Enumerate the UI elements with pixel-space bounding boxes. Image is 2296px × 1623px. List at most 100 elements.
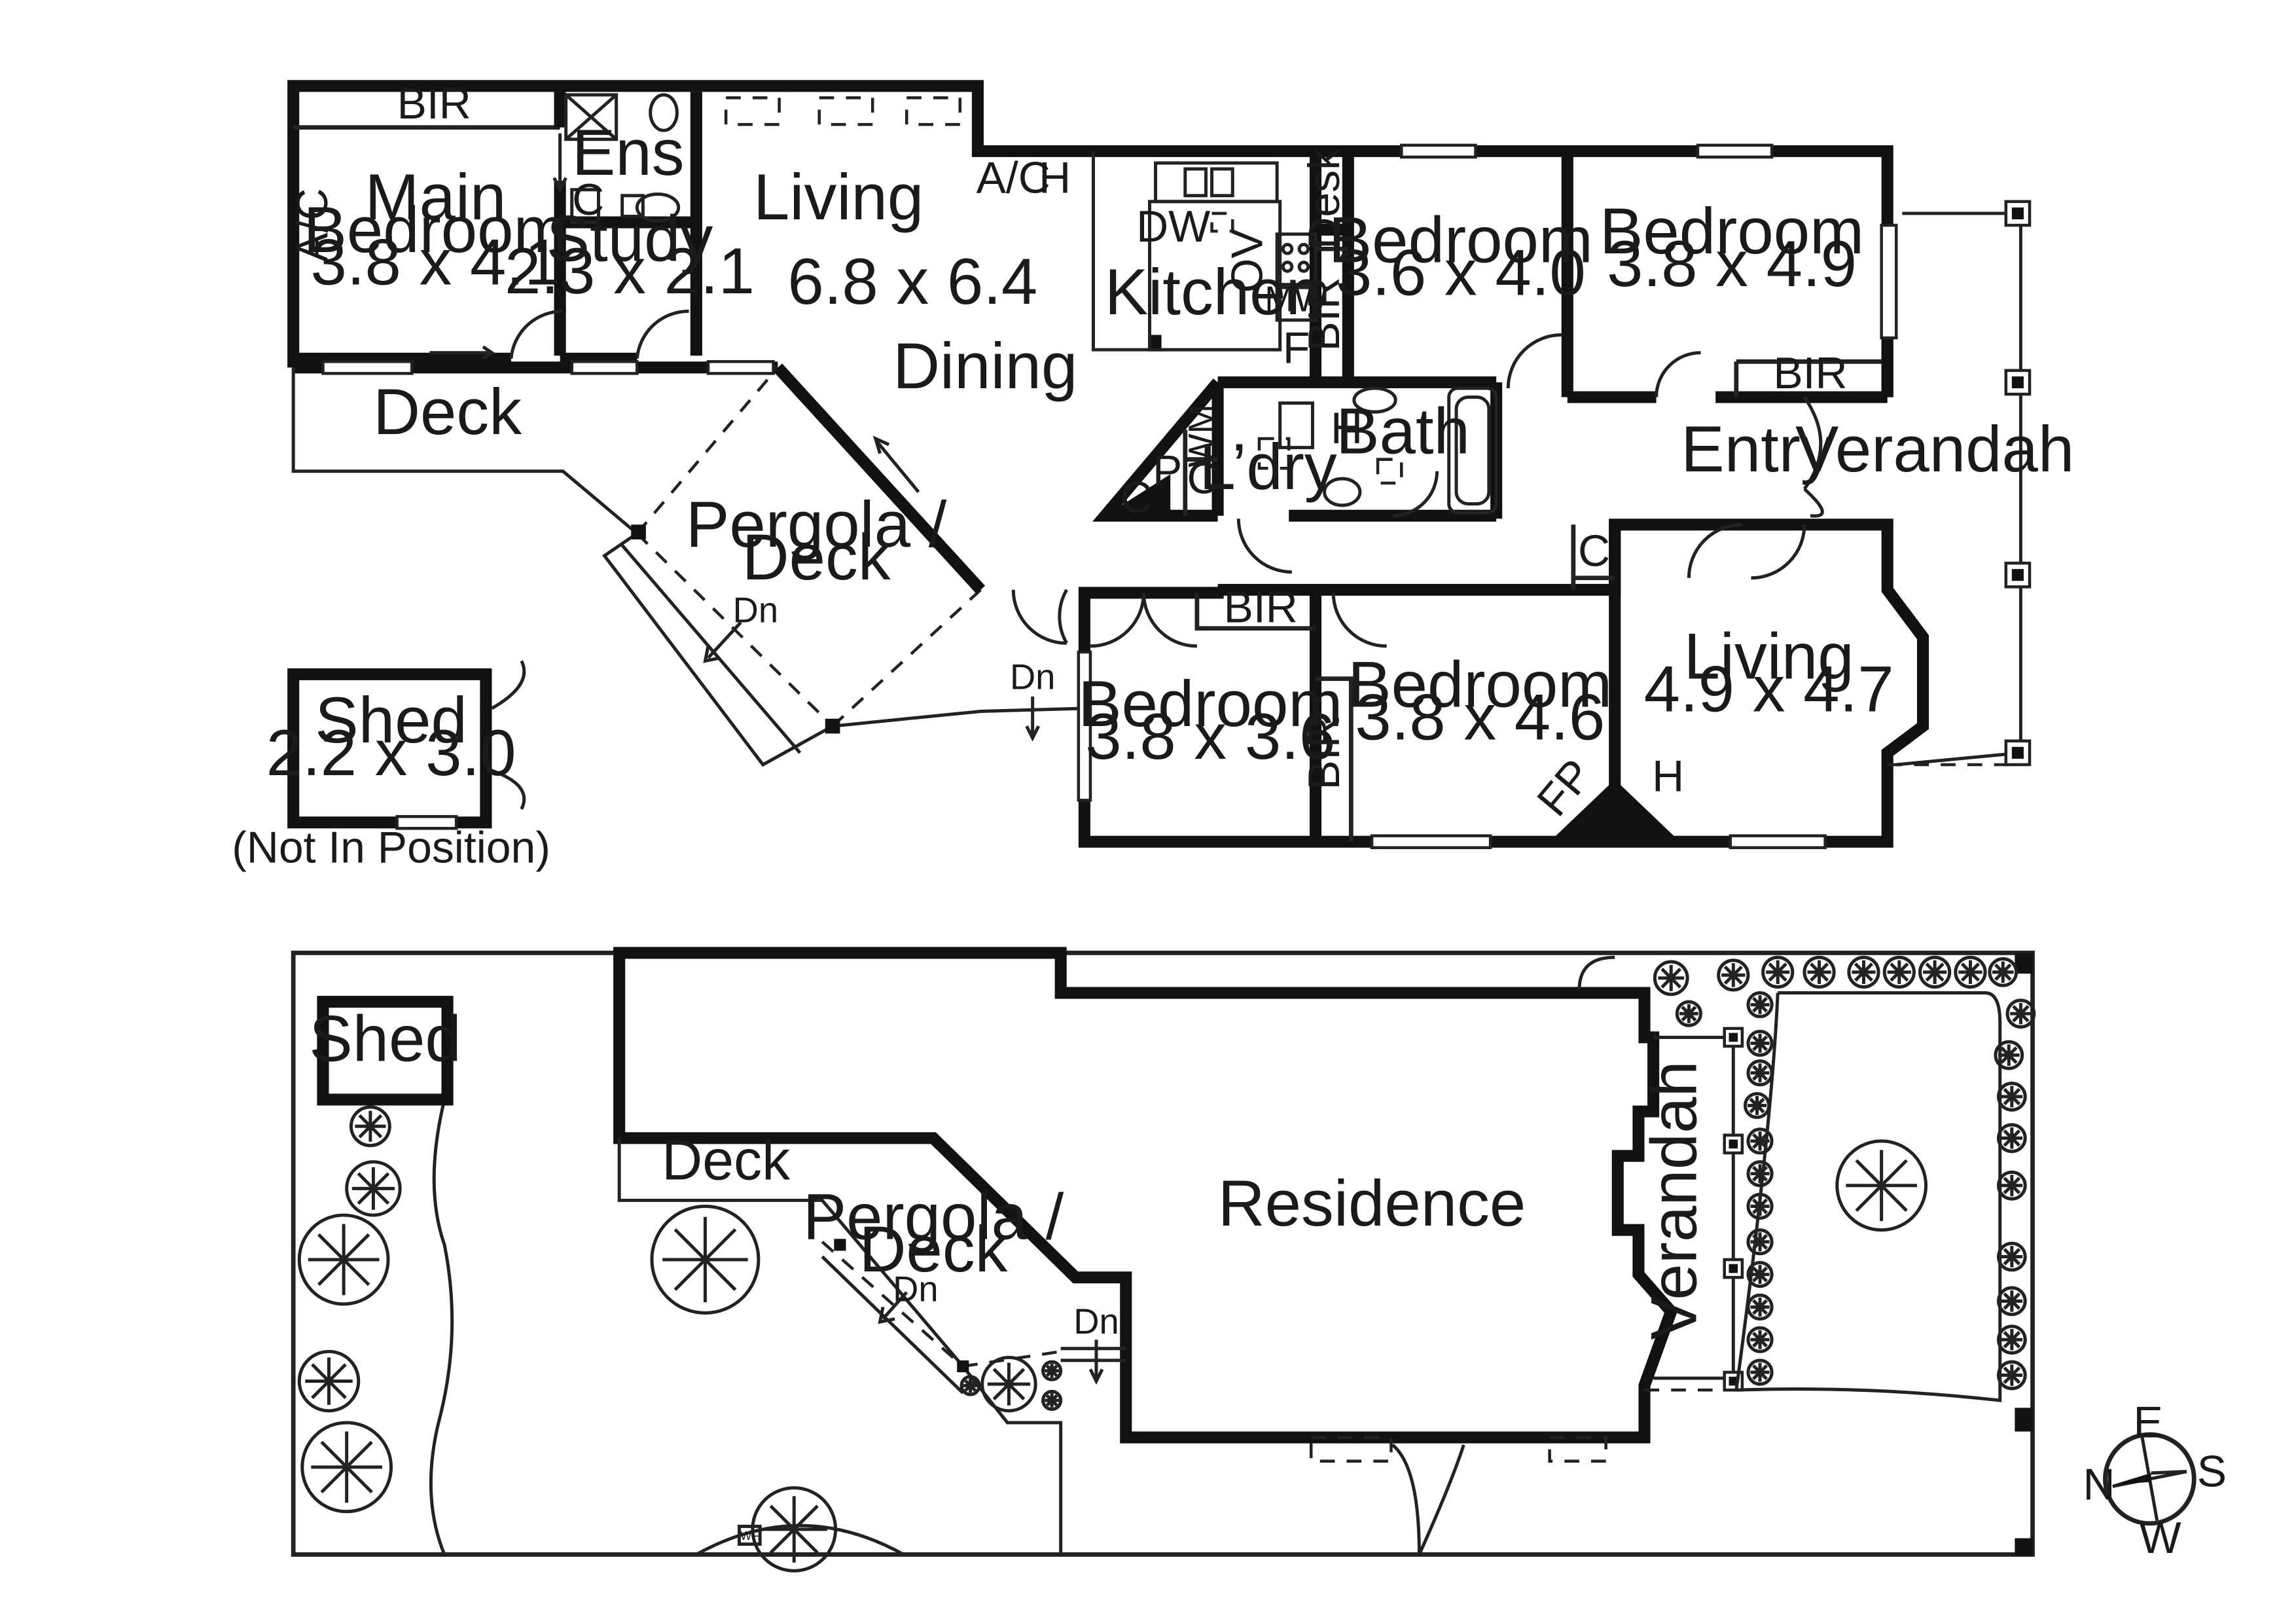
deck-label: Deck (373, 376, 522, 448)
bedroom-c-size: 3.8 x 3.6 (1085, 701, 1335, 773)
tree-icon (1835, 1139, 1928, 1232)
tree-icon (1743, 1091, 1771, 1120)
tree-icon (297, 1213, 390, 1306)
tree-icon (1996, 1241, 2027, 1272)
tree-icon (751, 1486, 838, 1573)
dw-label: DW (1136, 202, 1210, 251)
mw-label: MW (1265, 279, 1328, 319)
site-dn-label: Dn (1073, 1302, 1119, 1341)
bedroom-d-size: 3.8 x 4.6 (1355, 681, 1605, 754)
site-deck-label: Deck (662, 1129, 791, 1192)
site-verandah-label: Verandah (1638, 1061, 1711, 1340)
ensuite-label: Ens (572, 117, 685, 189)
fireplace-icon (1549, 779, 1680, 842)
pergola-label-2: Deck (742, 521, 891, 594)
c-label: C (1187, 454, 1219, 503)
compass-w-label: W (2139, 1514, 2181, 1563)
bir-label: BIR (397, 79, 471, 128)
floor-plan (287, 80, 2032, 849)
tree-icon (1761, 955, 1795, 989)
dining-label: Dining (893, 330, 1077, 403)
tree-icon (1746, 991, 1774, 1019)
bir-label: BIR (1224, 583, 1298, 632)
tree-icon (1746, 1293, 1774, 1321)
shed-label: Shed (315, 684, 467, 757)
compass-e-label: E (2133, 1398, 2162, 1448)
residence-label: Residence (1218, 1167, 1526, 1240)
room-labels: Main Bedroom 3.8 x 4.1 Ens Study 2.3 x 2… (232, 79, 2074, 1546)
study-size: 2.3 x 2.1 (505, 235, 755, 308)
tree-icon (297, 1349, 361, 1413)
bir-label: BIR (1300, 277, 1349, 351)
tree-icon (960, 1375, 981, 1396)
bedroom-a-size: 3.6 x 4.0 (1336, 236, 1586, 309)
tree-icon (1996, 1324, 2027, 1355)
tree-icon (1746, 1359, 1774, 1386)
tree-icon (349, 1105, 391, 1148)
tree-icon (1996, 1360, 2027, 1391)
c-label: C (1121, 473, 1153, 522)
tree-icon (1717, 958, 1750, 992)
tree-icon (1653, 960, 1689, 996)
living-front-size: 4.9 x 4.7 (1644, 653, 1894, 725)
dn-label: Dn (1010, 657, 1055, 697)
c-label: C (1578, 527, 1610, 576)
ac-label: A/C (977, 153, 1050, 202)
site-pergola-label-1: Pergola / (803, 1180, 1064, 1253)
study-label: Study (547, 202, 713, 275)
kitchen-label: Kitchen (1105, 256, 1322, 329)
bedroom-d-label: Bedroom (1348, 649, 1612, 721)
living-main-size: 6.8 x 6.4 (787, 246, 1037, 318)
tree-icon (1996, 1123, 2027, 1154)
bedroom-a-label: Bedroom (1329, 204, 1593, 277)
shed-note: (Not In Position) (232, 823, 550, 872)
wf-label: WF (740, 1529, 759, 1542)
tree-icon (2005, 998, 2036, 1029)
p-label: P (1153, 447, 1182, 496)
tree-icon (1746, 1029, 1774, 1057)
tree-icon (1746, 1127, 1774, 1155)
tree-icon (1988, 957, 2018, 987)
living-main-label: Living (753, 161, 924, 234)
tree-icon (1041, 1389, 1063, 1412)
shed-outline (287, 668, 492, 829)
bir-label: BIR (1300, 716, 1349, 790)
site-pergola-label-2: Deck (859, 1213, 1008, 1286)
tree-icon (1996, 1082, 2027, 1112)
site-shed-label: Shed (309, 1003, 461, 1076)
tree-icon (1746, 1160, 1774, 1188)
tree-icon (1041, 1360, 1063, 1381)
tree-icon (1996, 1170, 2027, 1201)
residence-outline (613, 947, 1678, 1444)
tree-icon (980, 1355, 1037, 1413)
tree-icon (1803, 955, 1836, 989)
trees (297, 955, 2036, 1573)
site-plan (291, 947, 2035, 1557)
verandah-posts (2004, 200, 2032, 767)
tree-icon (1954, 955, 1987, 989)
h-label: H (1039, 153, 1071, 202)
tree-icon (1746, 1228, 1774, 1256)
tree-icon (1746, 1261, 1774, 1288)
compass-n-label: N (2083, 1461, 2115, 1510)
ac-label: A/C (288, 188, 337, 262)
shed-size: 2.2 x 3.0 (266, 717, 516, 790)
tree-icon (1994, 1040, 2024, 1070)
desk-label: Desk (1300, 147, 1349, 249)
tree-icon (1918, 955, 1952, 989)
tree-icon (345, 1160, 402, 1217)
bedroom-b-size: 3.8 x 4.9 (1607, 228, 1857, 301)
site-boundary (291, 951, 2035, 1557)
ov-label: OV (1223, 228, 1272, 293)
bir-label: BIR (1773, 349, 1847, 398)
site-shed (317, 996, 454, 1106)
tree-icon (650, 1204, 761, 1315)
dn-label: Dn (733, 591, 778, 630)
main-bedroom-size: 3.8 x 4.1 (310, 227, 560, 299)
entry-label: Entry (1681, 413, 1833, 486)
tree-icon (300, 1421, 393, 1514)
tree-icon (1746, 1059, 1774, 1087)
pergola-label-1: Pergola / (686, 488, 947, 561)
tree-icon (1996, 1286, 2027, 1317)
